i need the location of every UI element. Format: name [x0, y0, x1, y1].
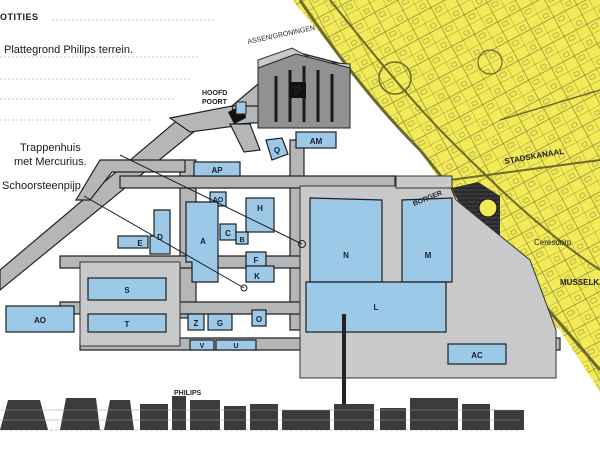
philips-emblem-icon	[478, 198, 498, 218]
gate-label-line2: POORT	[202, 99, 228, 106]
label-ao-small: AO	[213, 197, 224, 204]
note-trappenhuis-line2: met Mercurius.	[14, 156, 87, 168]
buildings	[5, 131, 507, 365]
building-b	[235, 231, 249, 245]
note-lines	[0, 19, 215, 121]
building-t	[87, 313, 167, 333]
notes-heading: OTITIES	[0, 12, 39, 22]
building-ap	[193, 161, 241, 177]
building-g	[207, 313, 233, 331]
label-a: A	[200, 237, 206, 246]
label-h: H	[257, 204, 263, 213]
building-am	[295, 131, 337, 149]
label-g: G	[217, 319, 223, 328]
label-n: N	[343, 251, 349, 260]
skyline: PHILIPS	[0, 390, 524, 431]
building-h	[245, 197, 275, 233]
note-trappenhuis-line1: Trappenhuis	[20, 142, 81, 154]
label-d: D	[157, 233, 163, 242]
building-a	[185, 201, 219, 283]
note-trappenhuis: Trappenhuis met Mercurius.	[14, 141, 87, 169]
label-b: B	[239, 237, 244, 244]
building-d	[149, 209, 171, 255]
building-e	[117, 235, 149, 249]
building-o	[251, 309, 267, 327]
note-plattegrond: Plattegrond Philips terrein.	[4, 44, 134, 56]
label-ao: AO	[34, 316, 46, 325]
label-l: L	[374, 303, 379, 312]
label-e: E	[137, 239, 143, 248]
gate-label-line1: HOOFD	[202, 90, 227, 97]
chimney	[342, 314, 346, 418]
label-v: V	[200, 343, 205, 350]
building-labels: AM Q AP AO H D E A C B F K N M S AO T Z …	[34, 137, 483, 360]
building-k	[245, 265, 275, 283]
label-t: T	[125, 320, 130, 329]
building-u	[215, 339, 257, 351]
place-label-ceresdorp: Ceresdorp	[534, 238, 572, 247]
label-c: C	[225, 229, 231, 238]
label-q: Q	[274, 146, 280, 155]
marker-schoorsteenpijp	[240, 284, 248, 292]
note-schoorsteenpijp: Schoorsteenpijp.	[2, 180, 84, 192]
building-z	[187, 313, 205, 331]
building-m	[401, 197, 453, 283]
road-label-assen: ASSEN/GRONINGEN	[247, 25, 316, 46]
parking-sign	[290, 82, 306, 98]
skyline-brand: PHILIPS	[174, 390, 202, 397]
label-ap: AP	[211, 166, 223, 175]
building-s	[87, 277, 167, 301]
building-ao	[5, 305, 75, 333]
label-m: M	[425, 251, 432, 260]
parking-symbol: P	[294, 84, 302, 98]
parking-lot: P	[257, 53, 351, 129]
pointer-lines	[83, 154, 306, 292]
main-gate: HOOFD POORT	[202, 90, 247, 124]
building-ac	[447, 343, 507, 365]
label-f: F	[254, 256, 259, 265]
place-label-musselkanaal: MUSSELKAN	[560, 278, 600, 287]
building-v	[189, 339, 215, 351]
label-o: O	[256, 315, 262, 324]
building-n	[309, 197, 383, 283]
building-l	[305, 281, 447, 333]
label-k: K	[254, 272, 260, 281]
label-am: AM	[310, 137, 323, 146]
label-z: Z	[194, 319, 199, 328]
marker-trappenhuis	[298, 240, 306, 248]
label-u: U	[233, 343, 238, 350]
label-s: S	[124, 286, 130, 295]
building-q	[265, 137, 289, 161]
label-ac: AC	[471, 351, 483, 360]
